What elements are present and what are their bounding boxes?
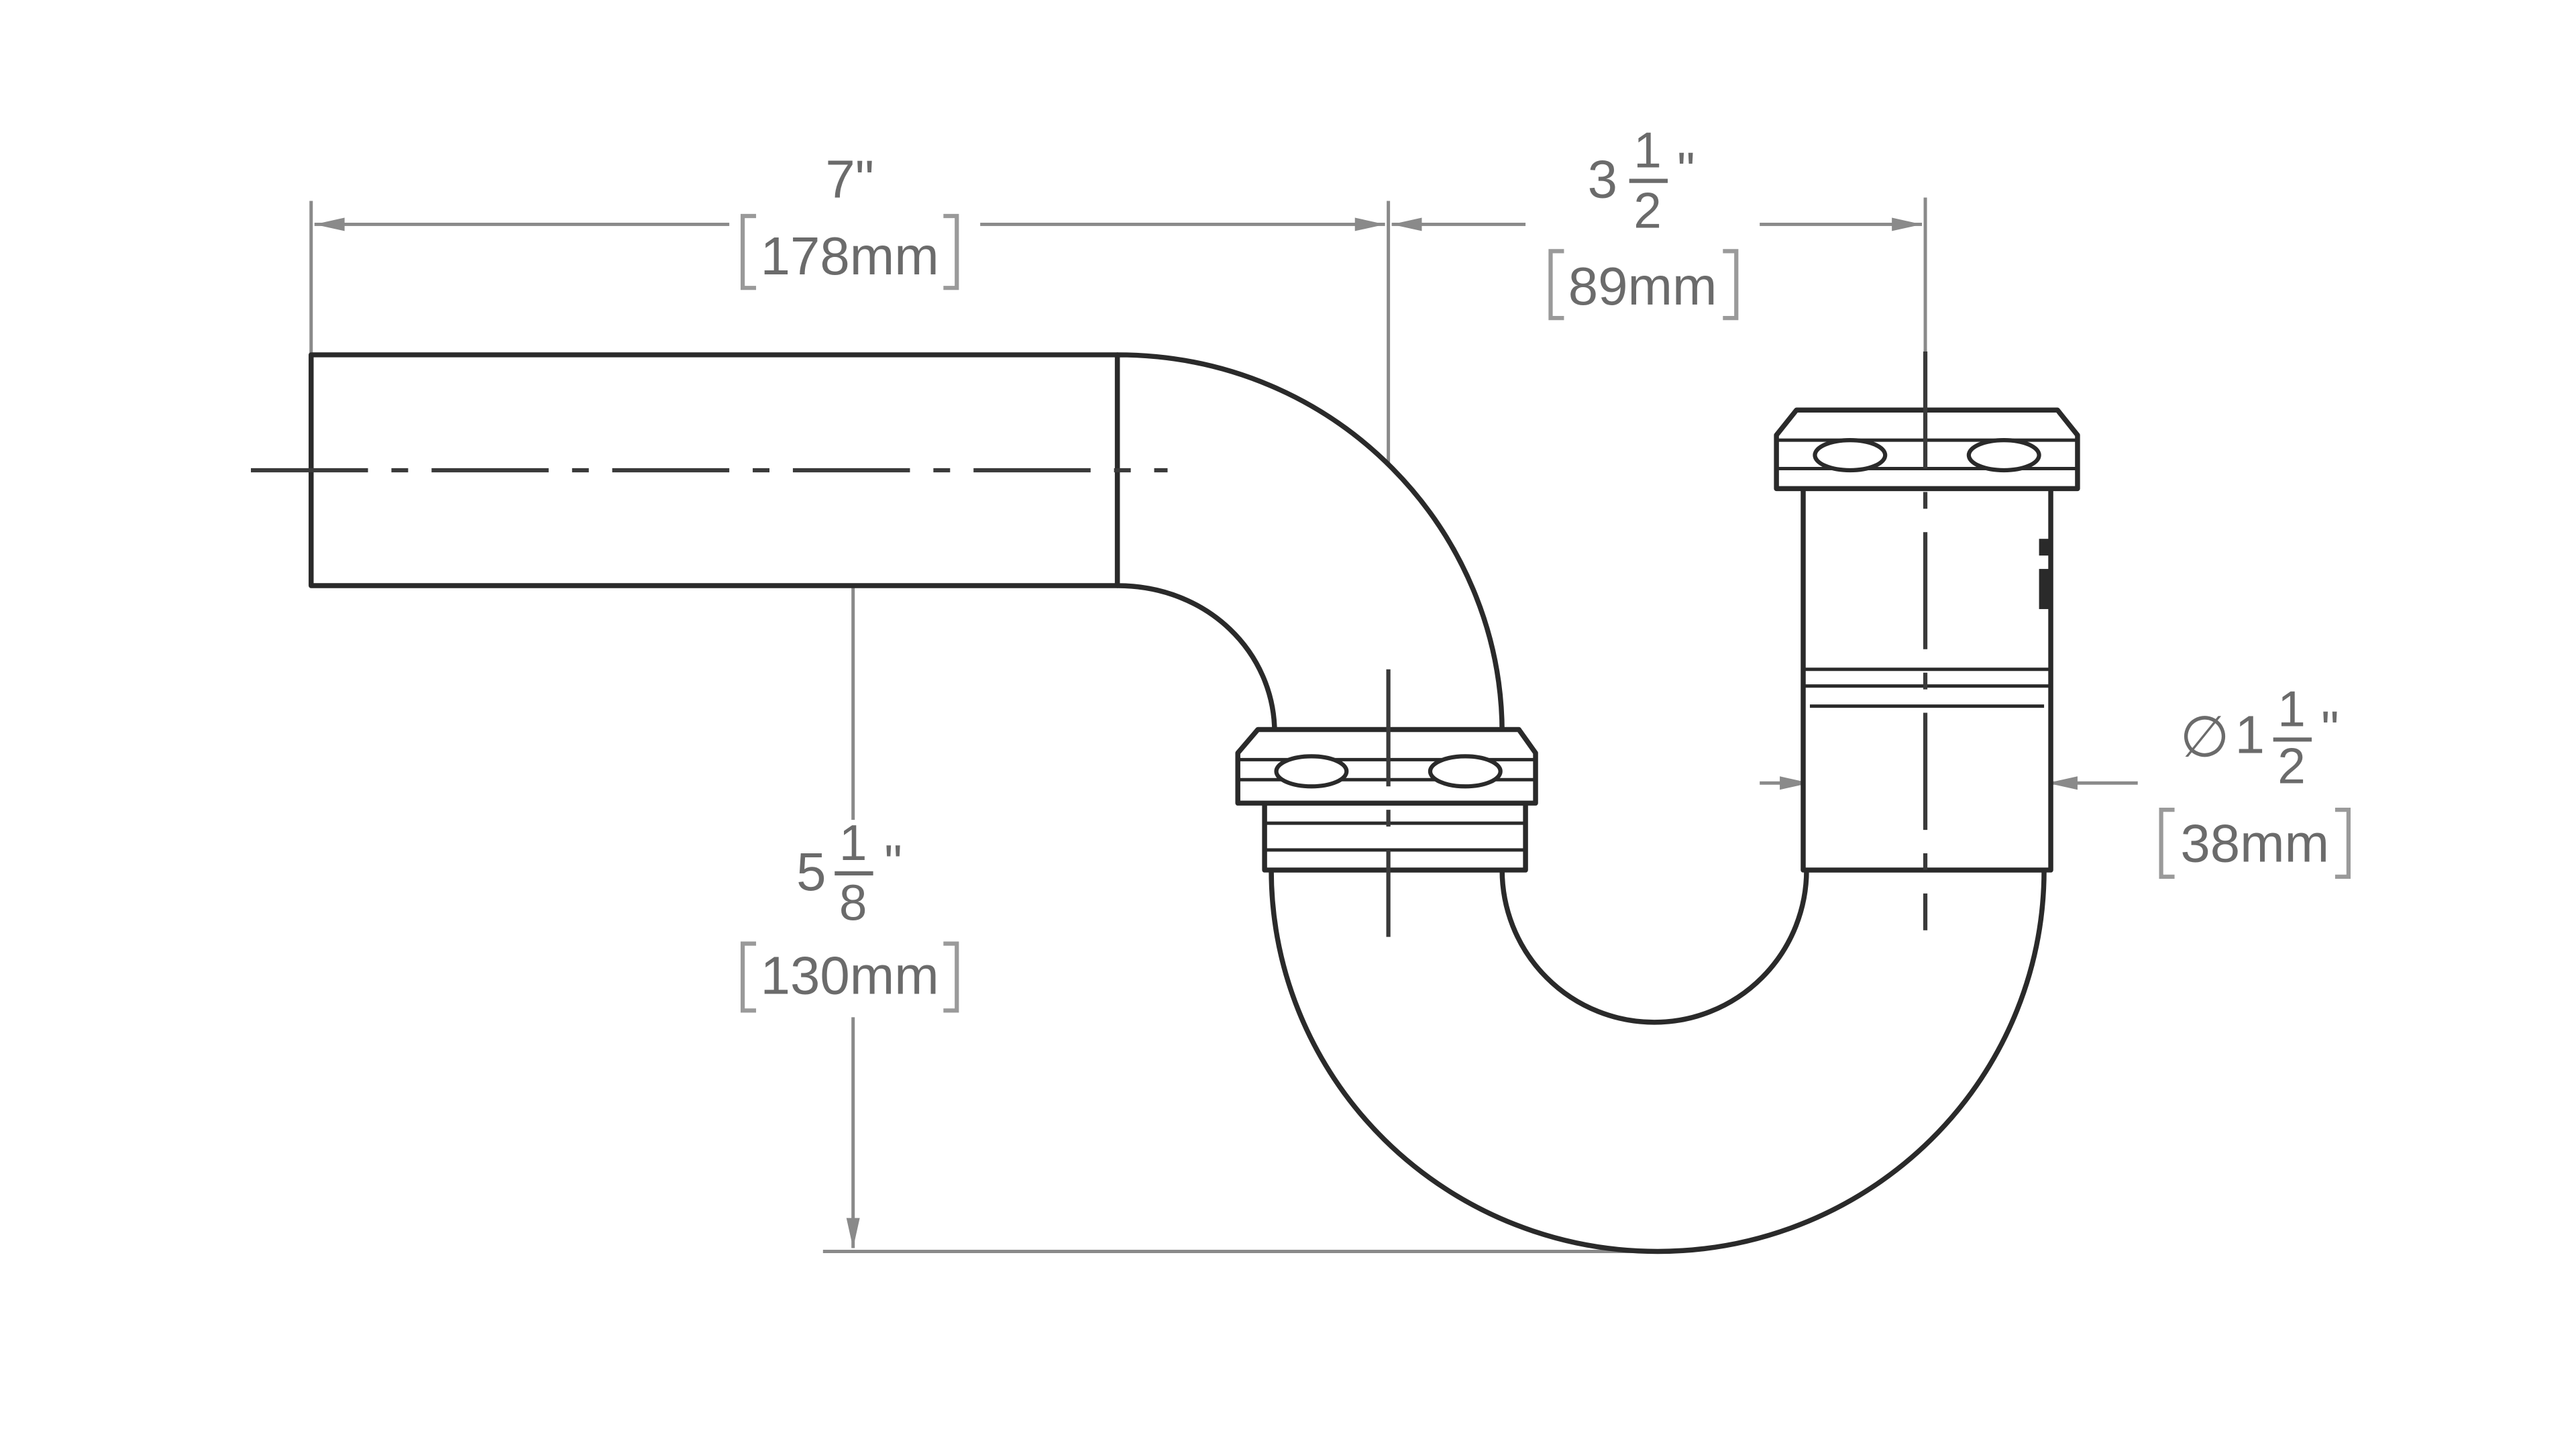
mark	[2039, 539, 2049, 556]
dim-dia-denominator: 2	[2277, 737, 2306, 794]
dimension-lines	[309, 197, 2138, 1253]
arrow-right	[1780, 776, 1810, 790]
arrow-left	[1391, 217, 1422, 231]
nut-slot	[1274, 754, 1349, 789]
p-trap	[309, 352, 2080, 1254]
dim-length-imperial: 7"	[825, 150, 874, 209]
dim-label-diameter: ∅ 1 1 2 " 38mm	[2159, 680, 2351, 879]
dim-dia-inch-mark: "	[2321, 700, 2339, 757]
arrow-left	[2047, 776, 2078, 790]
dim-depth-whole: 5	[796, 842, 826, 902]
arrow-down	[846, 1218, 860, 1248]
arrow-right	[1892, 217, 1923, 231]
centerlines	[251, 351, 1928, 937]
elbow-bend	[1114, 352, 1505, 736]
dim-offset-numerator: 1	[1633, 122, 1662, 178]
arrow-right	[1354, 217, 1385, 231]
u-bend	[1269, 867, 2047, 1254]
dim-depth-numerator: 1	[839, 814, 867, 871]
nut-slot	[1813, 437, 1888, 473]
mark	[2039, 569, 2049, 609]
nut-slot	[1428, 754, 1503, 789]
arrow-left	[314, 217, 345, 231]
dim-depth-metric: 130mm	[761, 945, 939, 1005]
nut-slot	[1966, 437, 2041, 473]
dim-offset-metric: 89mm	[1568, 256, 1717, 316]
dim-dia-whole: 1	[2235, 704, 2265, 764]
dim-offset-inch-mark: "	[1677, 142, 1695, 199]
dim-label-offset: 3 1 2 " 89mm	[1548, 122, 1739, 321]
dim-dia-metric: 38mm	[2180, 813, 2329, 873]
dim-offset-whole: 3	[1588, 150, 1617, 209]
dim-depth-inch-mark: "	[884, 835, 902, 891]
left-collar	[1262, 800, 1528, 873]
dim-label-length: 7" 178mm	[741, 150, 959, 290]
dim-depth-denominator: 8	[839, 875, 867, 931]
dim-label-depth: 5 1 8 " 130mm	[741, 814, 959, 1013]
dim-offset-denominator: 2	[1633, 182, 1662, 238]
diameter-symbol: ∅	[2180, 704, 2230, 768]
dim-length-metric: 178mm	[761, 226, 939, 286]
dim-dia-numerator: 1	[2277, 680, 2306, 737]
